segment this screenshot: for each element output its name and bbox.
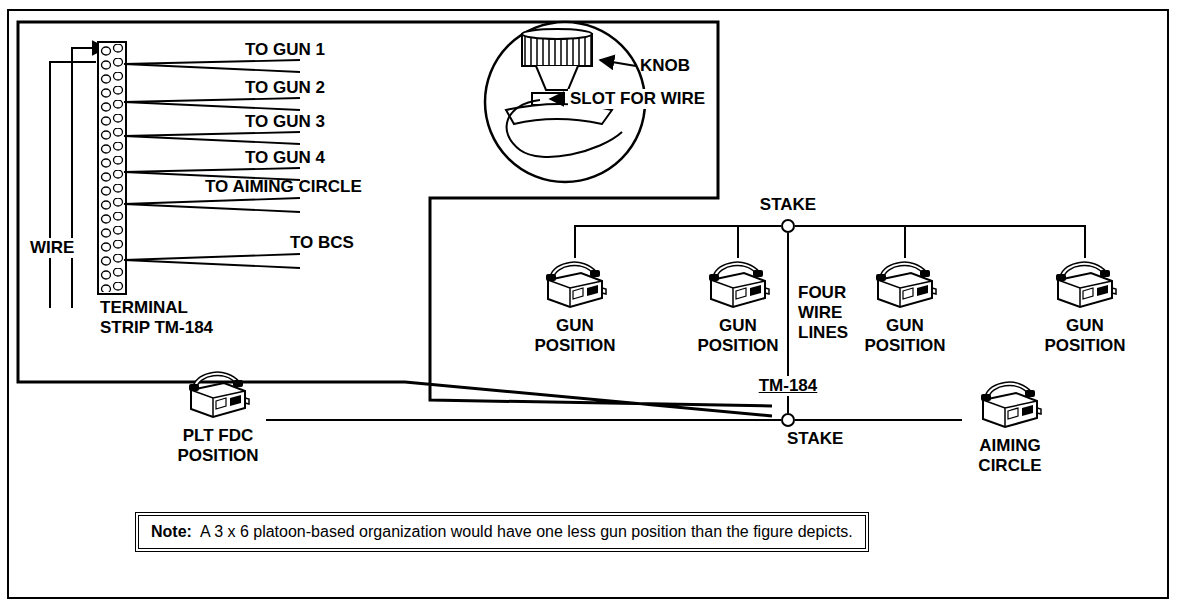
note-box: Note: A 3 x 6 platoon-based organization … [135,512,869,552]
line-label: FOUR WIRE LINES [798,283,860,343]
telephone-node: GUN POSITION [1037,258,1133,356]
stake-label: STAKE [760,195,816,215]
position-label: PLT FDC POSITION [170,426,266,466]
wire-line [738,226,781,258]
wire-line [575,226,781,258]
callout-label: KNOB [640,56,690,76]
position-label: GUN POSITION [690,316,786,356]
part-label: TERMINAL STRIP TM-184 [100,298,240,338]
telephone-node: PLT FDC POSITION [170,368,266,466]
note-text: A 3 x 6 platoon-based organization would… [200,523,853,540]
position-label: AIMING CIRCLE [962,436,1058,476]
part-label: TM-184 [757,376,820,396]
note-heading: Note: [151,523,192,540]
wire-label: TO GUN 1 [245,40,325,60]
wire-line [795,226,905,258]
callout-label: SLOT FOR WIRE [568,89,707,109]
position-label: GUN POSITION [527,316,623,356]
telephone-node: GUN POSITION [857,258,953,356]
wire-line [795,226,1085,258]
stake-circle: STAKE [781,413,795,427]
position-label: GUN POSITION [1037,316,1133,356]
wire-line [795,419,962,421]
wire-label: TO BCS [290,233,354,253]
telephone-node: AIMING CIRCLE [962,378,1058,476]
wire-label: TO GUN 3 [245,112,325,132]
wire-label: TO GUN 2 [245,78,325,98]
wire-line [266,419,781,421]
wire-label: TO GUN 4 [245,148,325,168]
stake-label: STAKE [787,429,843,449]
wire-label: TO AIMING CIRCLE [205,177,362,197]
stake-circle: STAKE [781,219,795,233]
wire-label: WIRE [28,238,76,258]
telephone-node: GUN POSITION [690,258,786,356]
telephone-node: GUN POSITION [527,258,623,356]
position-label: GUN POSITION [857,316,953,356]
